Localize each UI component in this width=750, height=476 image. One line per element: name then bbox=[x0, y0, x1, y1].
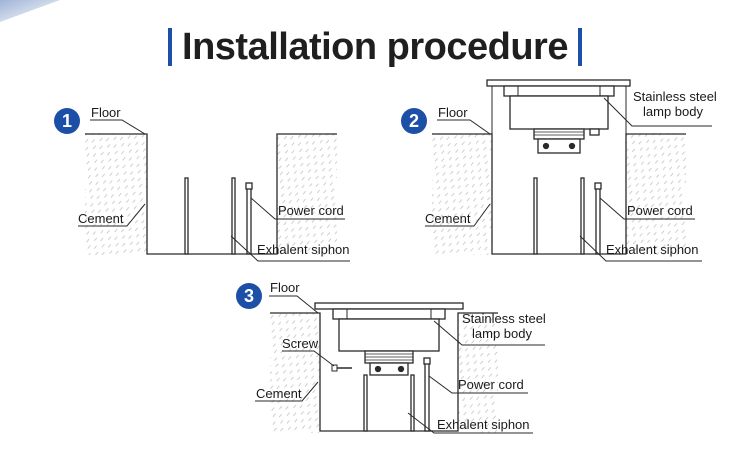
step-1-cement-right bbox=[277, 133, 337, 255]
step-2-lamp-rim bbox=[503, 85, 615, 97]
step-1-power-cord-leader bbox=[250, 197, 345, 220]
step-2-siphon-label: Exhalent siphon bbox=[606, 242, 699, 257]
step-2-lamp-connector bbox=[537, 138, 581, 154]
step-3-floor-label: Floor bbox=[270, 280, 300, 295]
step-2-lamp-thread bbox=[533, 128, 585, 140]
step-2-cement-right bbox=[626, 133, 686, 255]
step-3-screw-head bbox=[331, 364, 338, 372]
step-2-badge bbox=[401, 108, 427, 134]
step-3-plate-right bbox=[410, 374, 415, 432]
step-3-power-cord-leader bbox=[428, 375, 528, 394]
title-bar-left bbox=[168, 28, 173, 66]
step-3-pit-outline bbox=[270, 312, 498, 432]
step-3-power-cord bbox=[424, 362, 430, 432]
step-2-floor-label: Floor bbox=[438, 105, 468, 120]
step-3-cement-label: Cement bbox=[256, 386, 302, 401]
step-3-number: 3 bbox=[244, 286, 254, 306]
step-1-number: 1 bbox=[62, 111, 72, 131]
step-1-floor-label: Floor bbox=[91, 105, 121, 120]
page-title-text: Installation procedure bbox=[182, 26, 568, 68]
step-2-power-cord-tip bbox=[594, 182, 602, 190]
step-1-plate-right bbox=[231, 177, 236, 255]
step-2-lamp-flange bbox=[486, 79, 631, 87]
step-2-lamp-body-label-line1: Stainless steel bbox=[633, 89, 717, 104]
step-1-pit-outline bbox=[85, 133, 337, 255]
step-3-siphon-leader bbox=[407, 412, 533, 434]
step-2-lamp-body-label-line2: lamp body bbox=[643, 104, 703, 119]
step-3-power-cord-label: Power cord bbox=[458, 377, 524, 392]
step-3-badge bbox=[236, 283, 262, 309]
step-2-power-cord-label: Power cord bbox=[627, 203, 693, 218]
step-3-plate-left bbox=[363, 374, 368, 432]
step-2-plate-left bbox=[533, 177, 538, 255]
step-3-floor-leader bbox=[269, 295, 319, 314]
step-3-lamp-body bbox=[338, 318, 440, 352]
step-1-cement-label: Cement bbox=[78, 211, 124, 226]
step-1-power-cord bbox=[246, 187, 252, 255]
step-2-power-cord bbox=[595, 187, 601, 255]
step-1-cement-leader bbox=[78, 203, 146, 227]
step-3-screw-label: Screw bbox=[282, 336, 319, 351]
step-3-lamp-rim bbox=[332, 308, 446, 320]
step-2-number: 2 bbox=[409, 111, 419, 131]
step-1-siphon-leader bbox=[230, 235, 350, 262]
step-3-lamp-body-label-line1: Stainless steel bbox=[462, 311, 546, 326]
step-3-power-cord-tip bbox=[423, 357, 431, 365]
step-2-cement-label: Cement bbox=[425, 211, 471, 226]
step-1-siphon-label: Exhalent siphon bbox=[257, 242, 350, 257]
step-2-connector-pin-left bbox=[542, 142, 550, 150]
step-2-diagram bbox=[425, 79, 712, 262]
step-2-cement-leader bbox=[425, 203, 491, 227]
step-1-plate-left bbox=[184, 177, 189, 255]
step-3-cement-left bbox=[270, 313, 320, 433]
step-2-floor-leader bbox=[437, 119, 491, 135]
step-1-cement-left bbox=[85, 133, 147, 255]
step-3-cement-leader bbox=[255, 381, 319, 402]
step-2-pit-outline bbox=[432, 133, 686, 255]
step-3-screw-leader bbox=[282, 350, 335, 367]
step-3-lamp-connector bbox=[369, 362, 409, 376]
step-2-plate-right bbox=[580, 177, 585, 255]
step-3-diagram bbox=[255, 295, 545, 434]
step-3-lamp-body-leader bbox=[433, 320, 545, 346]
step-2-lamp-body bbox=[509, 95, 609, 130]
step-1-diagram bbox=[78, 119, 350, 262]
step-2-siphon-leader bbox=[579, 235, 702, 262]
step-3-siphon-label: Exhalent siphon bbox=[437, 417, 530, 432]
page-title: Installation procedure bbox=[158, 22, 592, 72]
step-2-lamp-nub bbox=[589, 128, 600, 136]
step-2-cement-left bbox=[432, 133, 492, 255]
title-bar-right bbox=[577, 28, 582, 66]
step-3-connector-pin-right bbox=[397, 365, 405, 373]
step-1-floor-leader bbox=[90, 119, 146, 135]
step-3-lamp-body-label-line2: lamp body bbox=[472, 326, 532, 341]
corner-decoration bbox=[0, 0, 60, 22]
step-2-connector-pin-right bbox=[568, 142, 576, 150]
step-3-connector-pin-left bbox=[374, 365, 382, 373]
step-1-badge bbox=[54, 108, 80, 134]
step-2-lamp-body-leader bbox=[603, 97, 712, 127]
title-area: Installation procedure bbox=[0, 22, 750, 72]
step-1-power-cord-label: Power cord bbox=[278, 203, 344, 218]
step-3-lamp-flange bbox=[314, 302, 464, 310]
step-2-power-cord-leader bbox=[599, 197, 695, 220]
step-3-cement-right bbox=[458, 313, 498, 433]
step-1-power-cord-tip bbox=[245, 182, 253, 190]
